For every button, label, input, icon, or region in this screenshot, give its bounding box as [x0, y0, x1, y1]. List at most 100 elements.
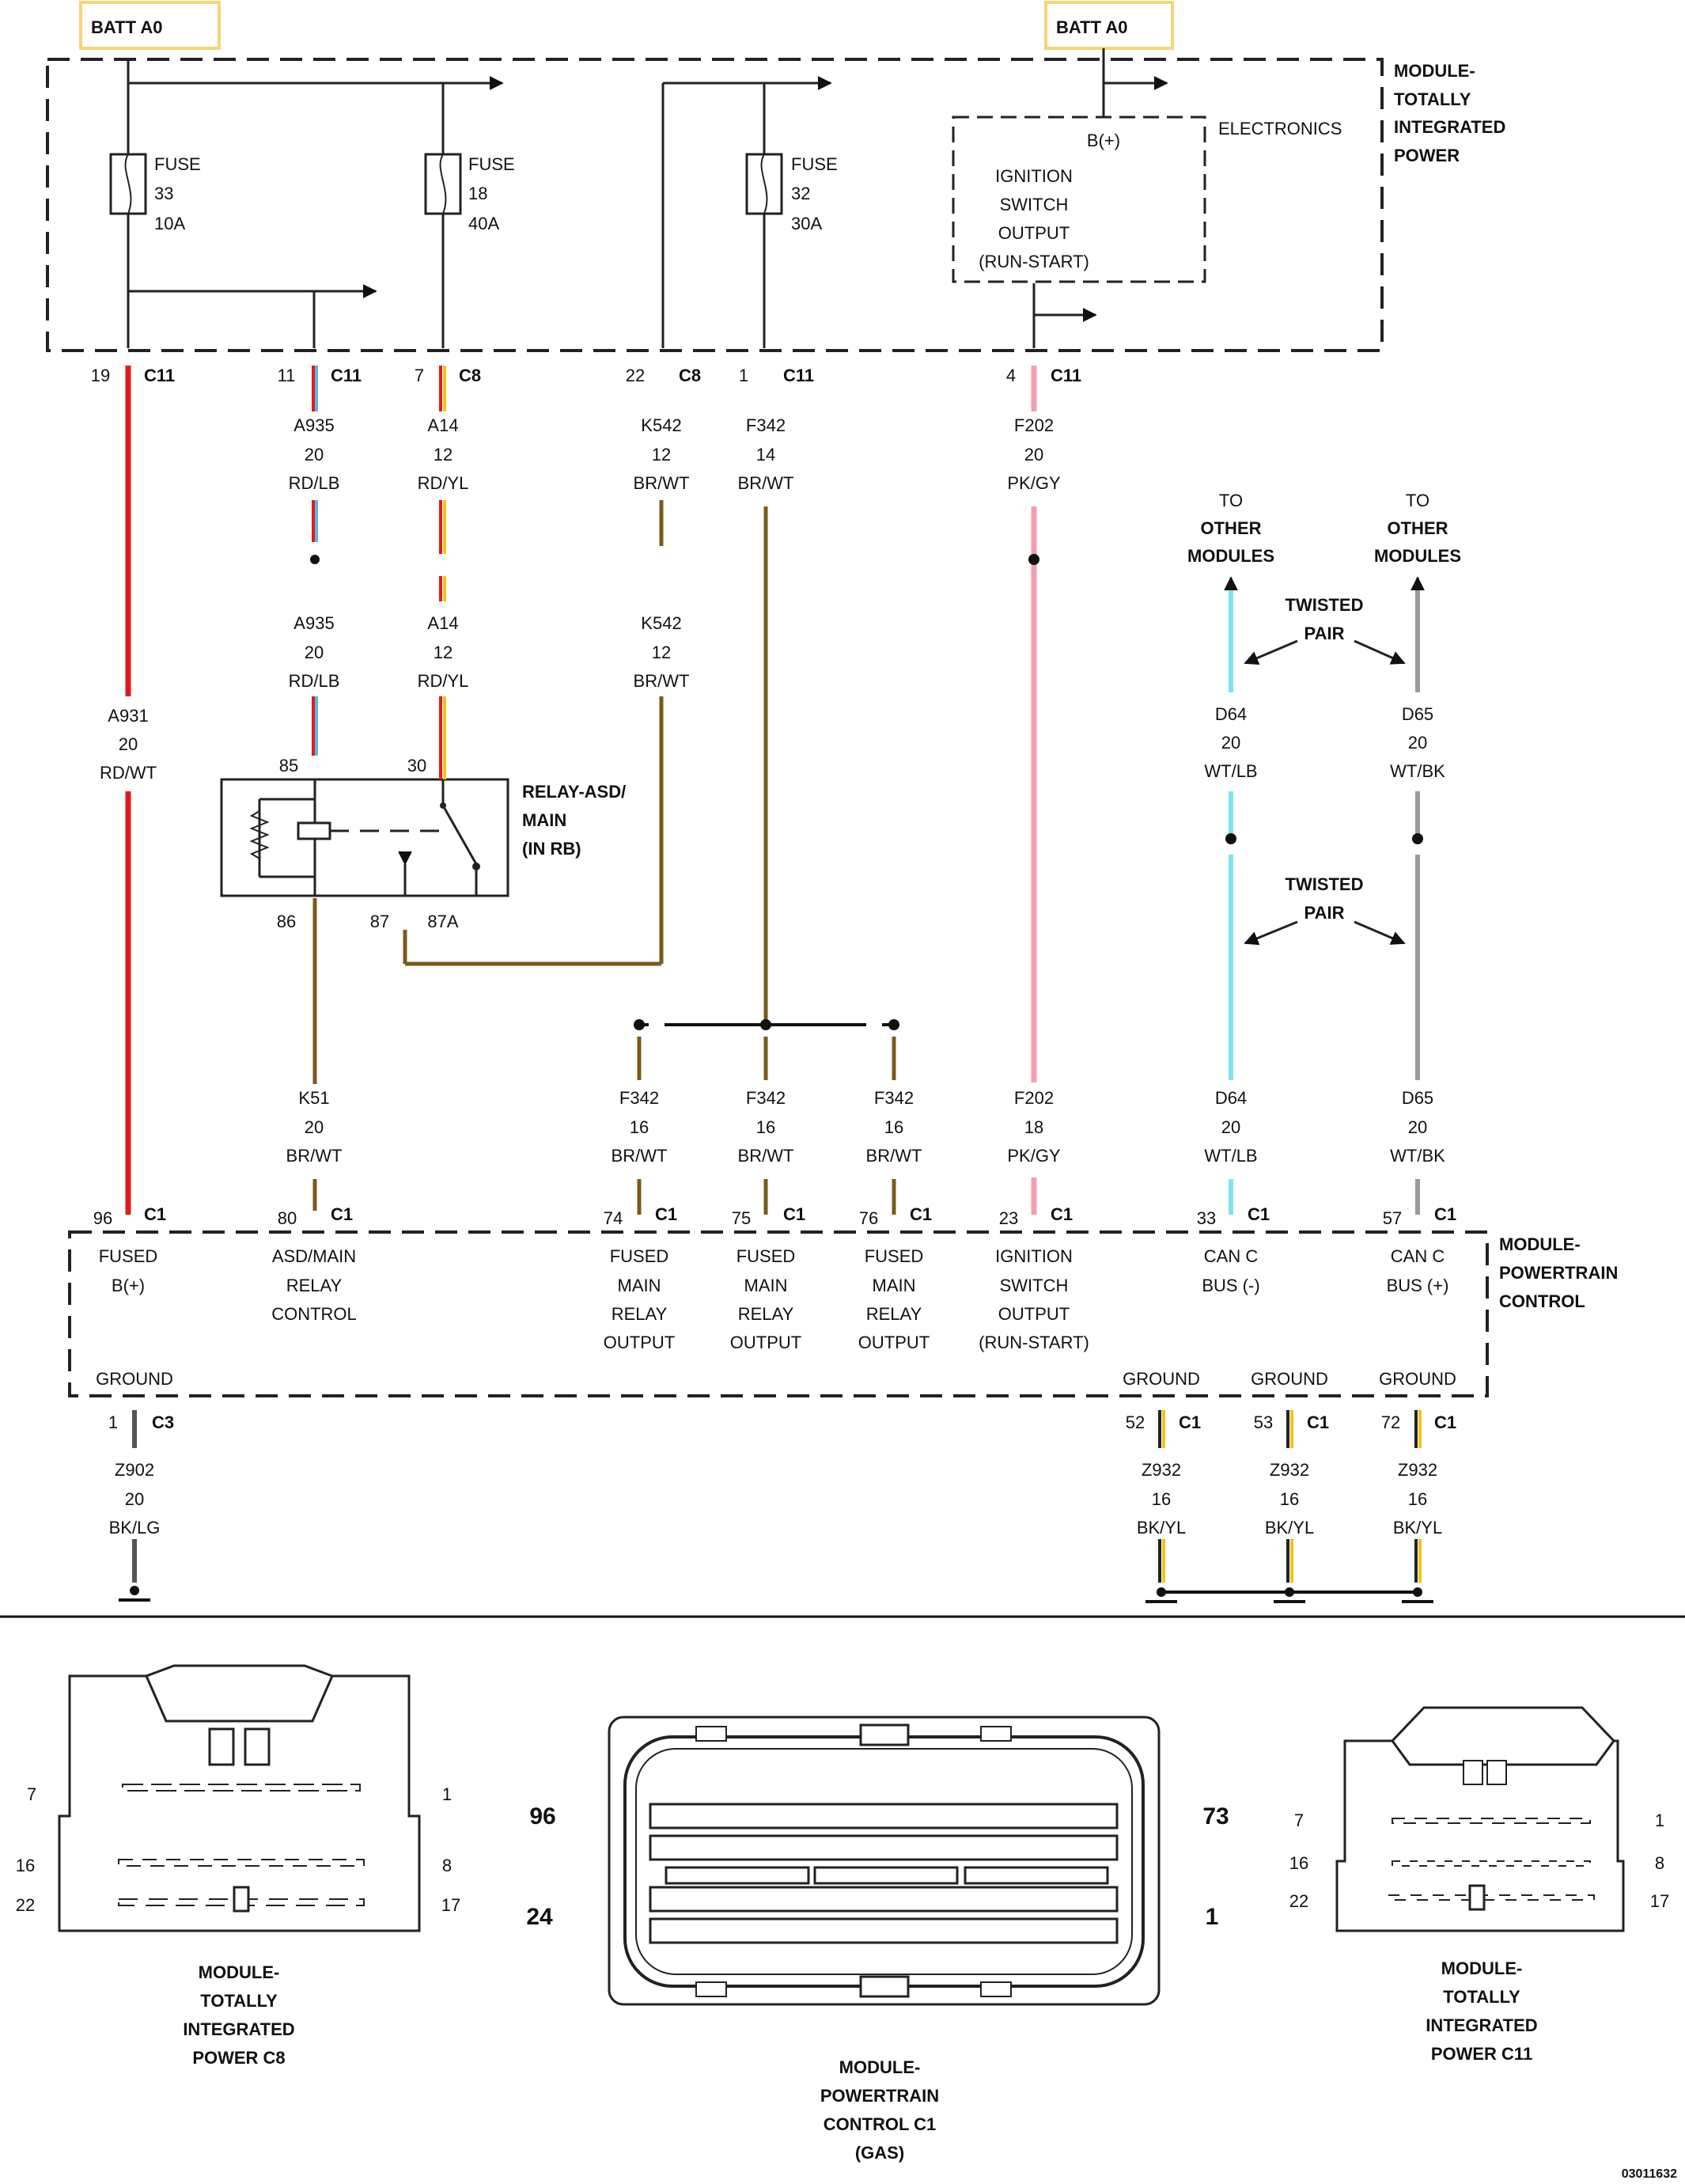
svg-text:F202: F202: [1014, 415, 1054, 435]
tipm-module-box: [46, 58, 1384, 352]
svg-text:7: 7: [1294, 1811, 1304, 1830]
svg-text:OUTPUT: OUTPUT: [998, 223, 1070, 243]
svg-text:RD/LB: RD/LB: [289, 671, 340, 691]
svg-text:20: 20: [125, 1489, 144, 1509]
svg-text:MODULE-: MODULE-: [199, 1962, 280, 1982]
svg-text:POWER C11: POWER C11: [1431, 2044, 1532, 2064]
svg-text:POWER: POWER: [1394, 146, 1460, 165]
svg-text:ASD/MAIN: ASD/MAIN: [272, 1246, 356, 1266]
pcm-pin-57: 57 C1 CAN C BUS (+): [1383, 1204, 1456, 1295]
svg-text:57: 57: [1383, 1208, 1402, 1228]
pcm-title: MODULE- POWERTRAIN CONTROL: [1499, 1234, 1618, 1311]
svg-text:86: 86: [277, 912, 296, 931]
svg-text:FUSED: FUSED: [99, 1246, 158, 1266]
svg-text:POWER C8: POWER C8: [192, 2048, 285, 2068]
svg-text:B(+): B(+): [1087, 131, 1120, 150]
svg-text:RELAY-ASD/: RELAY-ASD/: [522, 782, 626, 802]
svg-text:WT/BK: WT/BK: [1390, 1146, 1445, 1166]
pcm-pin-33: 33 C1 CAN C BUS (-): [1197, 1204, 1270, 1295]
svg-text:72: 72: [1381, 1412, 1400, 1432]
svg-text:16: 16: [1152, 1489, 1171, 1509]
svg-text:(GAS): (GAS): [855, 2143, 904, 2163]
svg-text:FUSED: FUSED: [865, 1246, 924, 1266]
svg-text:MAIN: MAIN: [873, 1276, 916, 1295]
svg-text:F342: F342: [746, 415, 786, 435]
svg-text:CAN C: CAN C: [1391, 1246, 1445, 1266]
svg-text:C11: C11: [783, 366, 814, 385]
tipm-internal-wiring: [109, 48, 1168, 348]
svg-text:WT/LB: WT/LB: [1204, 761, 1257, 781]
svg-text:OUTPUT: OUTPUT: [858, 1333, 930, 1352]
svg-text:16: 16: [630, 1117, 649, 1137]
svg-text:16: 16: [884, 1117, 903, 1137]
svg-text:POWERTRAIN: POWERTRAIN: [1499, 1263, 1618, 1283]
wire-f342-main: F342 14 BR/WT: [738, 415, 793, 1025]
svg-text:87A: 87A: [427, 912, 458, 931]
svg-text:40A: 40A: [468, 214, 499, 233]
svg-text:OTHER: OTHER: [1201, 518, 1262, 538]
svg-text:FUSED: FUSED: [610, 1246, 669, 1266]
svg-text:GROUND: GROUND: [1251, 1369, 1328, 1389]
ground-52: GROUND 52 C1 Z932 16 BK/YL: [1123, 1369, 1201, 1603]
svg-text:OUTPUT: OUTPUT: [998, 1304, 1070, 1324]
svg-text:BR/WT: BR/WT: [612, 1146, 668, 1166]
svg-text:BUS (-): BUS (-): [1202, 1276, 1259, 1295]
svg-text:24: 24: [526, 1904, 553, 1930]
svg-text:23: 23: [999, 1208, 1018, 1228]
svg-text:F342: F342: [619, 1088, 659, 1108]
svg-text:TO: TO: [1406, 491, 1429, 510]
twisted-pair-upper: TWISTED PAIR: [1244, 595, 1406, 665]
svg-text:BATT A0: BATT A0: [91, 17, 162, 37]
svg-text:PK/GY: PK/GY: [1007, 473, 1061, 493]
svg-text:A14: A14: [427, 415, 458, 435]
svg-text:C3: C3: [152, 1412, 174, 1432]
svg-text:74: 74: [604, 1208, 623, 1228]
svg-text:Z932: Z932: [1270, 1460, 1309, 1480]
svg-text:PAIR: PAIR: [1304, 903, 1345, 923]
svg-text:18: 18: [468, 184, 487, 203]
wire-k542: K542 12 BR/WT K542 12 BR/WT: [403, 415, 689, 966]
svg-text:TOTALLY: TOTALLY: [1443, 1987, 1520, 2007]
svg-text:PAIR: PAIR: [1304, 624, 1345, 643]
svg-text:A931: A931: [108, 706, 148, 726]
svg-text:C1: C1: [783, 1204, 805, 1224]
svg-text:TO: TO: [1219, 491, 1243, 510]
svg-text:1: 1: [739, 366, 748, 385]
svg-text:C1: C1: [910, 1204, 932, 1224]
svg-text:20: 20: [305, 445, 324, 464]
svg-text:BR/WT: BR/WT: [286, 1146, 343, 1166]
svg-text:IGNITION: IGNITION: [995, 166, 1073, 186]
fuse-32: FUSE 32 30A: [791, 154, 838, 233]
svg-text:C1: C1: [331, 1204, 353, 1224]
svg-text:FUSE: FUSE: [468, 154, 515, 174]
svg-text:MAIN: MAIN: [744, 1276, 788, 1295]
fuse-33: FUSE 33 10A: [154, 154, 201, 233]
svg-text:TOTALLY: TOTALLY: [200, 1991, 278, 2011]
pcm-pin-96: 96 C1 FUSED B(+): [93, 1204, 166, 1295]
svg-text:20: 20: [305, 1117, 324, 1137]
svg-text:TWISTED: TWISTED: [1286, 874, 1364, 894]
svg-text:ELECTRONICS: ELECTRONICS: [1218, 119, 1342, 138]
svg-text:MODULE-: MODULE-: [1499, 1234, 1581, 1254]
svg-text:RD/YL: RD/YL: [418, 473, 469, 493]
svg-text:MODULE-: MODULE-: [839, 2057, 921, 2077]
tipm-title: MODULE- TOTALLY INTEGRATED POWER: [1394, 61, 1505, 165]
svg-text:GROUND: GROUND: [1123, 1369, 1200, 1389]
wire-d64: D64 20 WT/LB D64 20 WT/LB: [1204, 576, 1258, 1215]
wire-k51-label: K51 20 BR/WT: [281, 1084, 349, 1179]
svg-text:85: 85: [279, 756, 298, 775]
svg-text:RD/LB: RD/LB: [289, 473, 340, 493]
svg-text:C8: C8: [679, 366, 701, 385]
svg-text:12: 12: [434, 445, 452, 464]
svg-text:BK/YL: BK/YL: [1393, 1518, 1442, 1538]
svg-text:12: 12: [652, 445, 671, 464]
svg-text:33: 33: [154, 184, 173, 203]
svg-text:TOTALLY: TOTALLY: [1394, 89, 1471, 109]
svg-text:BR/WT: BR/WT: [738, 1146, 794, 1166]
svg-text:SWITCH: SWITCH: [1000, 1276, 1069, 1295]
svg-text:1: 1: [442, 1784, 452, 1804]
svg-text:C11: C11: [1051, 366, 1081, 385]
svg-text:FUSED: FUSED: [736, 1246, 796, 1266]
svg-text:30A: 30A: [791, 214, 822, 233]
pcm-pin-74: 74 C1 FUSED MAIN RELAY OUTPUT: [604, 1204, 677, 1352]
